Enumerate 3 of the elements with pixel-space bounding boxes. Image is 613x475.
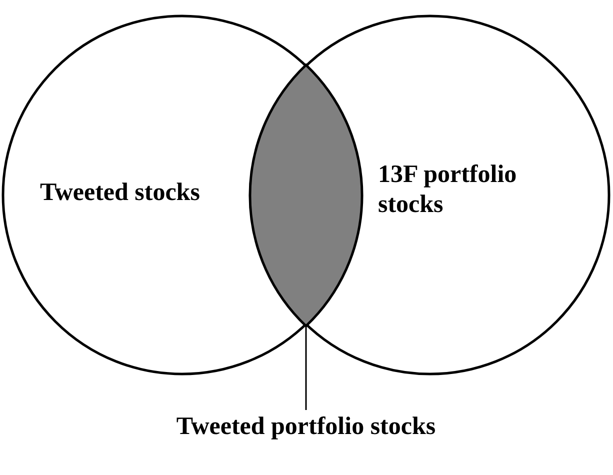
set-label: Tweeted stocks <box>40 178 201 208</box>
caption-label: Tweeted portfolio stocks <box>175 412 437 442</box>
set-label: 13F portfolio stocks <box>378 160 518 220</box>
